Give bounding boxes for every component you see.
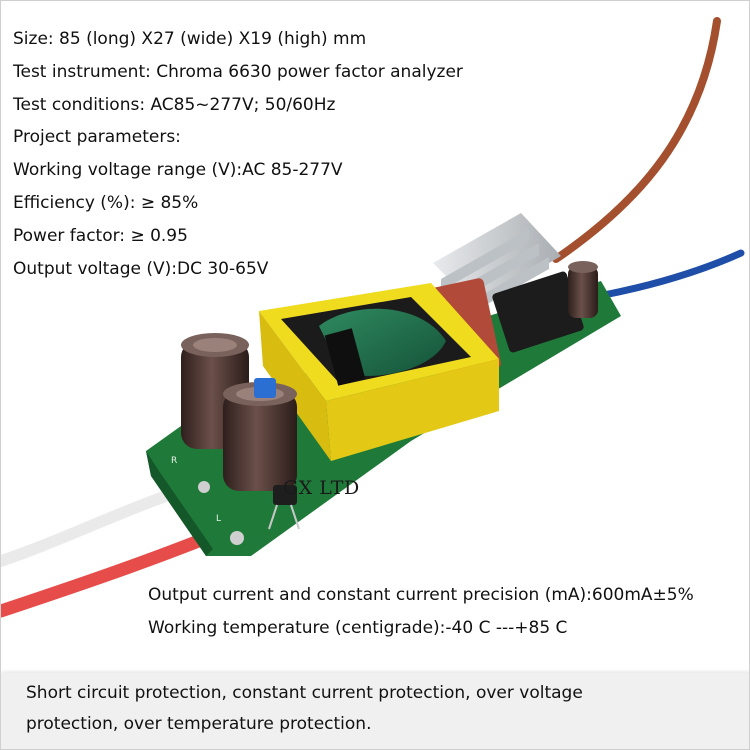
brand-watermark: GX LTD [283, 477, 360, 499]
spec-test-conditions: Test conditions: AC85~277V; 50/60Hz [13, 94, 336, 115]
capacitor-rear [181, 333, 249, 449]
transformer [259, 283, 499, 461]
svg-text:L: L [216, 514, 221, 524]
spec-efficiency: Efficiency (%): ≥ 85% [13, 192, 199, 213]
spec-power-factor: Power factor: ≥ 0.95 [13, 225, 188, 246]
spec-output-voltage: Output voltage (V):DC 30-65V [13, 258, 269, 279]
brown-wire [552, 17, 721, 263]
spec-working-temperature: Working temperature (centigrade):-40 C -… [148, 618, 568, 638]
spec-size: Size: 85 (long) X27 (wide) X19 (high) mm [13, 29, 367, 49]
spec-test-instrument: Test instrument: Chroma 6630 power facto… [13, 61, 463, 82]
spec-output-current: Output current and constant current prec… [148, 585, 694, 605]
spec-list-secondary: Output current and constant current prec… [148, 579, 694, 645]
protection-note-panel [1, 673, 749, 749]
protection-note: Short circuit protection, constant curre… [26, 683, 583, 734]
spec-list: Size: 85 (long) X27 (wide) X19 (high) mm… [13, 23, 463, 285]
spec-project-parameters: Project parameters: [13, 127, 181, 148]
svg-text:R: R [171, 456, 177, 466]
blue-wire [595, 249, 745, 300]
spec-working-voltage: Working voltage range (V):AC 85-277V [13, 160, 343, 181]
capacitor-front [223, 382, 297, 491]
